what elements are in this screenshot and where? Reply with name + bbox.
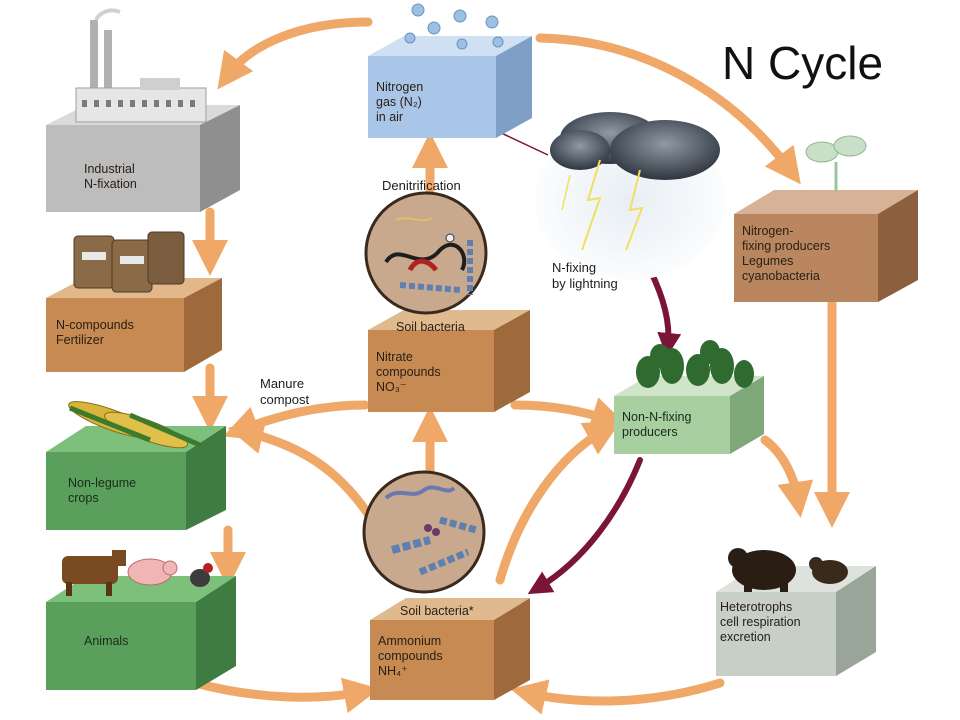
arrow-ammonium-to-producers [495,421,621,585]
nitrogen-gas-text: Nitrogen gas (N₂) in air [376,80,423,125]
animals-box [46,576,236,690]
heterotrophs-line3: excretion [720,630,771,644]
nitrate-text: Nitrate compounds NO₃⁻ [376,350,441,395]
arrow-nitrate-to-producers [510,397,628,432]
nitrate-box [368,310,530,412]
nitrate-line1: Nitrate [376,350,413,364]
denitrification-label: Denitrification [382,178,461,193]
bear-icon [728,548,848,592]
fertilizer-bags-icon [73,231,185,293]
sprout-icon [805,135,867,192]
industrial-line2: N-fixation [84,177,137,191]
non-n-fixing-text: Non-N-fixing producers [622,410,691,440]
non-legume-line2: crops [68,491,99,505]
storm-cloud-icon [535,112,725,280]
non-n-fixing-box [614,376,764,454]
plants-icon [636,340,754,388]
fertilizer-text: N-compounds Fertilizer [56,318,134,348]
lightning-label-line2: by lightning [552,276,618,291]
ammonium-line2: compounds [378,649,443,663]
diagram-title: N Cycle [722,37,884,89]
nitrogen-fixing-line4: cyanobacteria [742,269,820,283]
ammonium-line3: NH₄⁺ [378,664,408,678]
animals-text: Animals [84,634,128,649]
heterotrophs-text: Heterotrophs cell respiration excretion [720,600,801,645]
heterotrophs-line2: cell respiration [720,615,801,629]
nitrogen-gas-line3: in air [376,110,404,124]
ammonium-text: Ammonium compounds NH₄⁺ [378,634,443,679]
arrow-animals-to-ammonium [190,677,380,714]
nitrogen-fixing-line2: fixing producers [742,239,831,253]
nitrogen-gas-box [368,36,532,138]
bacteria-circle-icon [364,191,488,315]
heterotrophs-line1: Heterotrophs [720,600,793,614]
nitrogen-fixing-text: Nitrogen- fixing producers Legumes cyano… [742,224,830,284]
factory-icon [75,8,207,123]
animals-line1: Animals [84,634,129,648]
fertilizer-line1: N-compounds [56,318,134,332]
ammonium-box [370,598,530,700]
fertilizer-line2: Fertilizer [56,333,104,347]
arrow-lightning-to-producers [647,267,682,357]
nitrogen-fixing-line3: Legumes [742,254,794,268]
corn-icon [68,401,201,449]
manure-label: Manure compost [260,376,309,408]
arrow-producers-to-ammonium [527,457,643,595]
non-n-fixing-line2: producers [622,425,678,439]
nitrogen-fixing-box [734,190,918,302]
bacteria-circle-icon [362,470,486,594]
manure-label-line2: compost [260,392,310,407]
arrow-gas-to-industrial [217,17,373,90]
cow-icon [62,550,126,596]
nitrogen-fixing-line1: Nitrogen- [742,224,794,238]
non-legume-text: Non-legume crops [68,476,136,506]
pig-icon [127,558,178,586]
lightning-label-line1: N-fixing [552,260,597,275]
nitrate-line3: NO₃⁻ [376,380,407,394]
gas-bubbles-icon [404,3,504,50]
nitrogen-gas-line1: Nitrogen [376,80,424,94]
arrow-gas-to-fixing [535,33,801,185]
ammonium-line1: Ammonium [378,634,442,648]
nitrogen-gas-line2: gas (N₂) [376,95,422,109]
arrow-heterotrophs-to-ammonium [510,678,725,715]
lightning-and-uptake-arrows [527,267,682,595]
industrial-line1: Industrial [84,162,135,176]
nitrate-header: Soil bacteria [396,320,465,334]
arrow-ammonium-to-crops [227,418,377,525]
manure-label-line1: Manure [260,376,305,391]
non-n-fixing-line1: Non-N-fixing [622,410,692,424]
rooster-icon [190,563,213,587]
industrial-text: Industrial N-fixation [84,162,137,192]
ammonium-header: Soil bacteria* [400,604,474,618]
arrow-producers-to-heterotrophs [760,435,814,518]
non-legume-line1: Non-legume [68,476,137,490]
arrow-nitrate-to-crops [223,400,370,441]
nitrate-line2: compounds [376,365,441,379]
cycle-arrows [190,17,850,715]
lightning-label: N-fixing by lightning [552,260,618,292]
